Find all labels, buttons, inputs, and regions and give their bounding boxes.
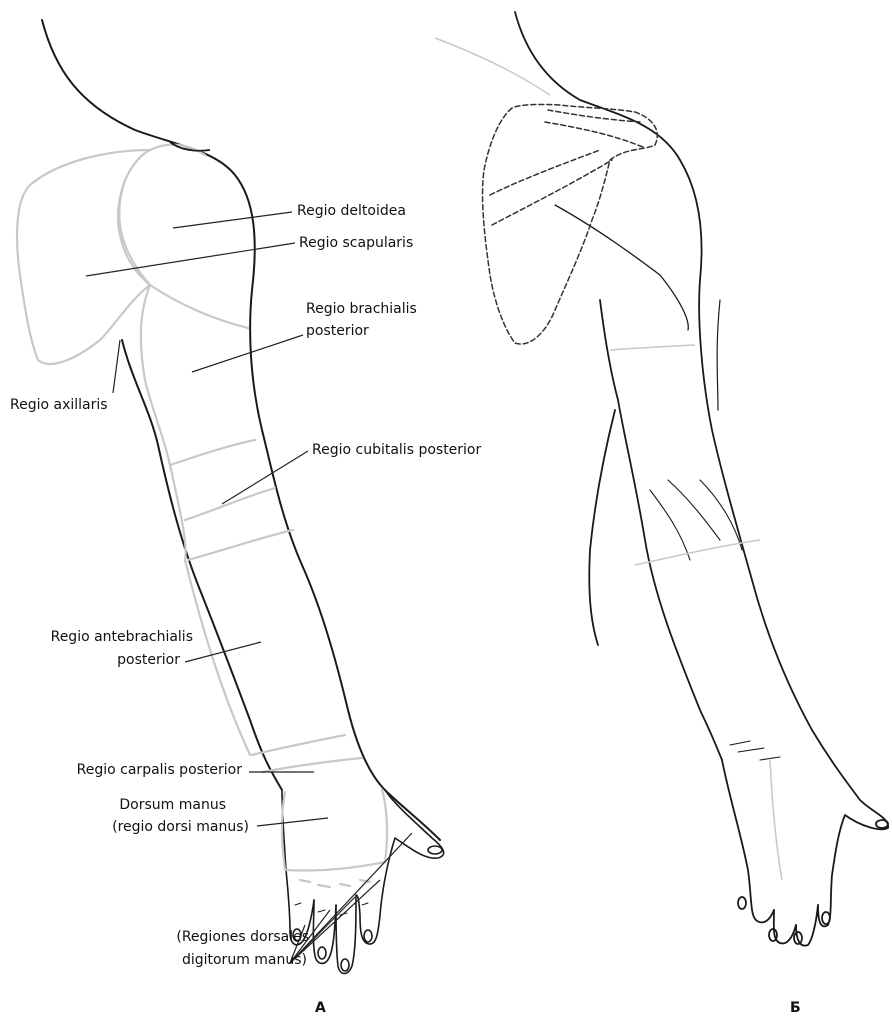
scapula-dashed-outline [483,104,658,344]
label-regiones-digitorum-line2: digitorum manus) [182,950,307,970]
label-regiones-digitorum-line1: (Regiones dorsales [176,927,309,947]
label-regio-carpalis: Regio carpalis posterior [77,760,242,780]
label-regio-antebrachialis-line2: posterior [117,650,180,670]
label-regio-scapularis: Regio scapularis [299,233,413,253]
panel-label-a: А [315,1000,326,1016]
label-dorsum-manus-line1: Dorsum manus [119,795,226,815]
label-regio-antebrachialis-line1: Regio antebrachialis [51,627,193,647]
arm-a-outline [42,20,440,840]
label-dorsum-manus-line2: (regio dorsi manus) [112,817,249,837]
label-regio-cubitalis: Regio cubitalis posterior [312,440,481,460]
label-regio-axillaris: Regio axillaris [10,395,108,415]
panel-label-b: Б [790,1000,801,1016]
label-regio-deltoidea: Regio deltoidea [297,201,406,221]
arm-b-outline [515,12,888,946]
label-regio-brachialis-line2: posterior [306,321,369,341]
label-regio-brachialis-line1: Regio brachialis [306,299,417,319]
